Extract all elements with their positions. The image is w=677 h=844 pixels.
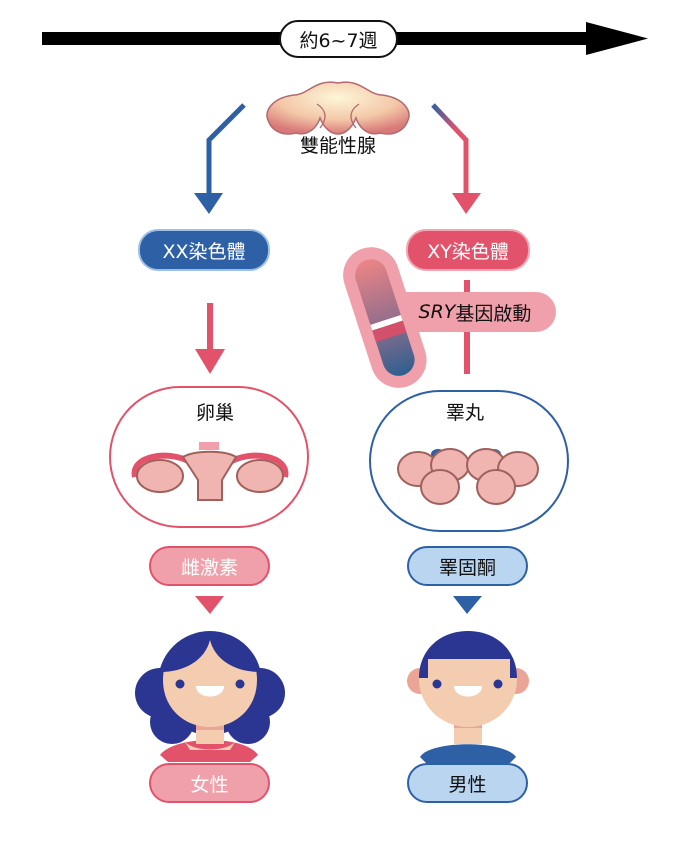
- arrow-to-xx: [194, 103, 246, 214]
- girl-avatar: [135, 631, 285, 762]
- estrogen-arrow: [195, 596, 224, 614]
- estrogen-badge: 雌激素: [149, 546, 270, 586]
- female-badge: 女性: [149, 763, 270, 803]
- testosterone-badge: 睪固酮: [407, 546, 528, 586]
- sry-gene-name: SRY: [418, 301, 456, 323]
- testis-label: 睪丸: [445, 401, 484, 424]
- timeline-label: 約6~7週: [279, 20, 398, 58]
- male-badge: 男性: [407, 763, 528, 803]
- arrow-to-ovary: [195, 303, 225, 374]
- testosterone-arrow: [453, 596, 482, 614]
- ovary-illustration: [131, 442, 289, 501]
- xx-chromosome-badge: XX染色體: [138, 229, 270, 271]
- testis-illustration: [397, 448, 539, 505]
- xy-chromosome-badge: XY染色體: [406, 229, 530, 271]
- arrow-to-xy: [431, 103, 481, 214]
- boy-avatar: [407, 631, 529, 763]
- sry-banner: [384, 292, 556, 332]
- sry-gene-suffix: 基因啟動: [455, 302, 532, 325]
- ovary-label: 卵巢: [195, 401, 234, 424]
- bipotential-gonad-illustration: [266, 81, 410, 135]
- bipotential-gonad-label: 雙能性腺: [299, 134, 376, 157]
- y-chromosome-icon: [343, 247, 427, 388]
